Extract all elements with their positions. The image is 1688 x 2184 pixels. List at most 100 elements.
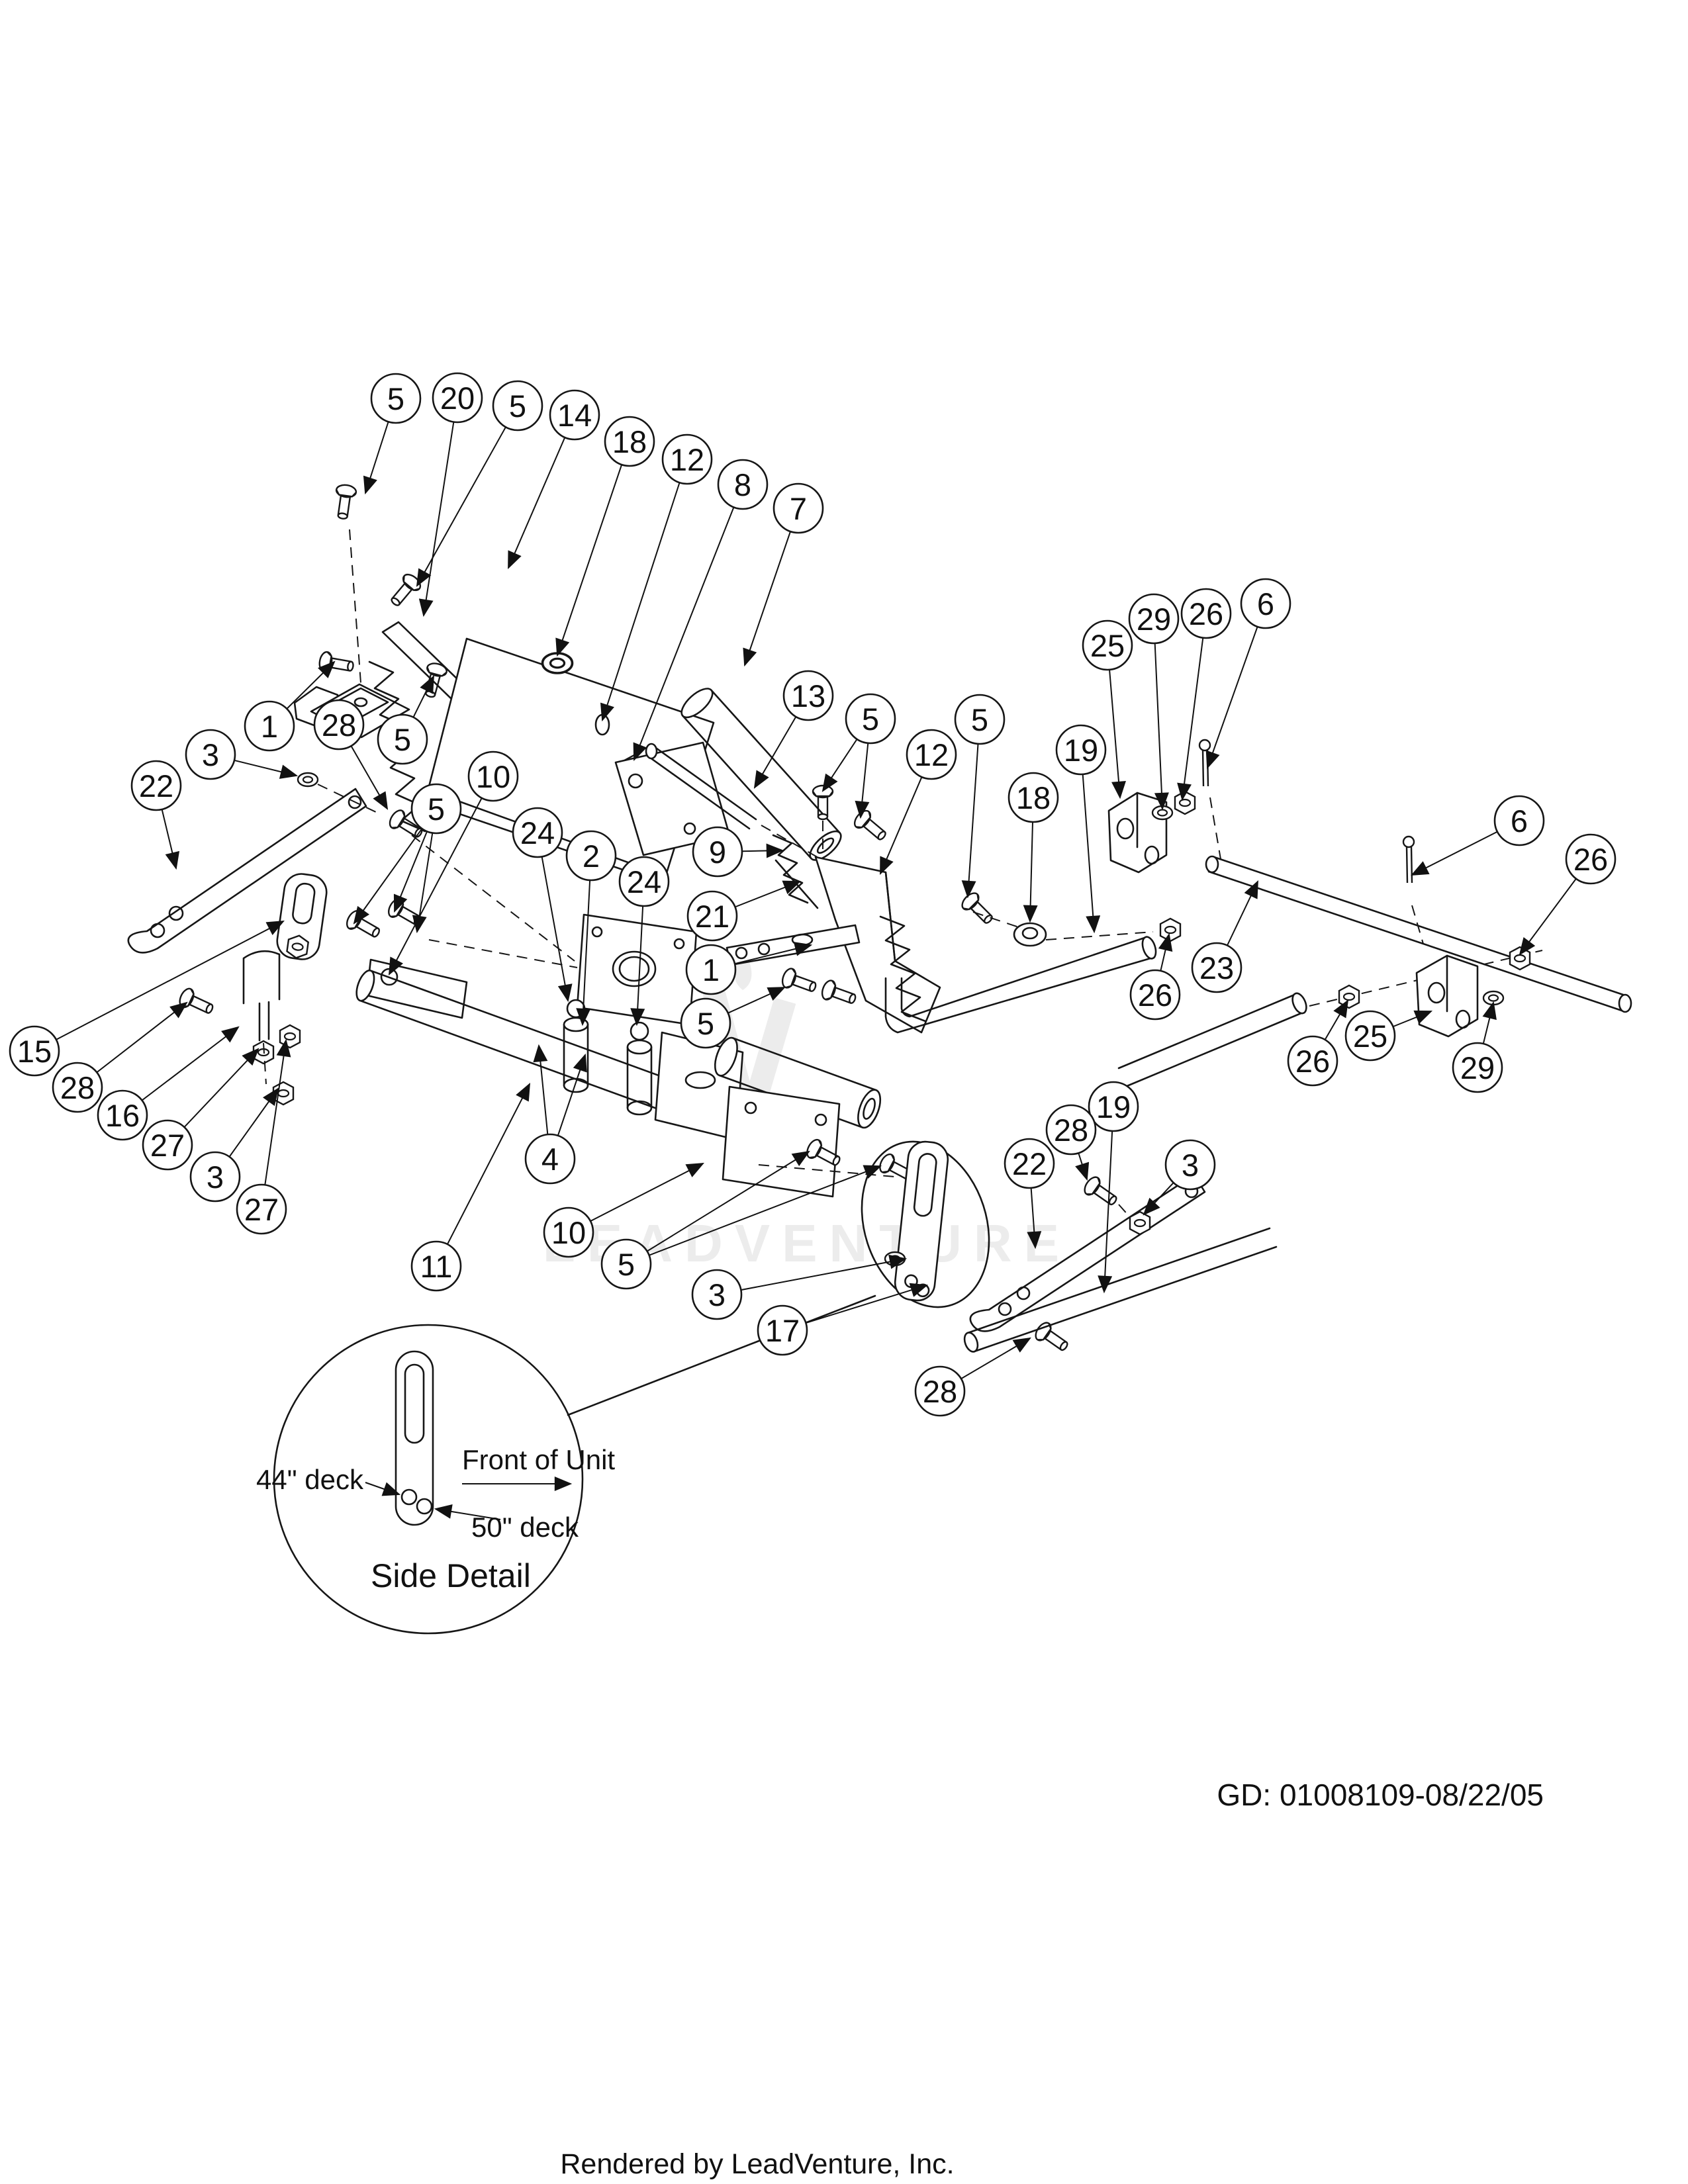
callout-number: 7 <box>790 491 807 526</box>
callout-5: 5 <box>600 1238 652 1290</box>
callout-number: 3 <box>1182 1148 1199 1183</box>
callout-circle-5 <box>492 380 543 432</box>
callout-number: 26 <box>1573 842 1608 877</box>
callout-number: 28 <box>923 1374 957 1409</box>
callout-2: 2 <box>565 830 617 882</box>
callout-1: 1 <box>244 700 295 752</box>
callout-number: 3 <box>207 1160 224 1195</box>
callout-circle-25 <box>1344 1010 1396 1062</box>
leader-line-19 <box>1080 749 1101 934</box>
leader-line-25 <box>1107 645 1126 799</box>
callout-number: 25 <box>1353 1019 1387 1054</box>
callout-10: 10 <box>467 751 519 802</box>
front-lift-rod <box>645 743 821 860</box>
callout-number: 23 <box>1199 950 1234 985</box>
callout-circle-9 <box>692 826 743 878</box>
lower-lift-rod <box>963 1227 1278 1353</box>
callout-26: 26 <box>1180 588 1232 639</box>
callout-number: 5 <box>971 702 988 737</box>
callout-number: 3 <box>708 1277 726 1312</box>
leader-line-7 <box>743 508 799 667</box>
callout-number: 15 <box>17 1034 52 1069</box>
callout-3: 3 <box>185 729 236 780</box>
callout-circle-4 <box>524 1133 576 1185</box>
callout-9: 9 <box>692 826 743 878</box>
lever-assembly <box>726 784 1021 1034</box>
callout-circle-25 <box>1082 619 1133 671</box>
callout-number: 26 <box>1189 596 1223 631</box>
callout-4: 4 <box>524 1133 576 1185</box>
callout-circle-3 <box>189 1151 241 1203</box>
callout-number: 5 <box>697 1006 714 1041</box>
leader-line-5 <box>416 405 518 587</box>
leader-line-2 <box>576 855 592 1026</box>
callout-number: 19 <box>1064 733 1098 768</box>
callout-number: 24 <box>627 864 661 899</box>
callout-number: 17 <box>765 1313 800 1348</box>
callout-number: 25 <box>1090 628 1125 663</box>
callout-number: 27 <box>150 1128 185 1163</box>
leader-line-18 <box>555 441 630 657</box>
callout-20: 20 <box>432 372 483 424</box>
callout-number: 10 <box>476 759 510 794</box>
callout-number: 5 <box>387 381 404 416</box>
callout-number: 29 <box>1137 602 1171 637</box>
callout-circle-1 <box>685 944 737 995</box>
callout-number: 29 <box>1460 1050 1495 1085</box>
callout-circle-5 <box>954 694 1006 745</box>
leader-line-20 <box>418 397 458 617</box>
callout-number: 13 <box>791 678 825 713</box>
callout-circle-5 <box>680 997 731 1049</box>
callout-number: 1 <box>261 709 278 744</box>
leader-line-3 <box>716 1254 908 1295</box>
callout-23: 23 <box>1191 942 1243 993</box>
callout-5: 5 <box>845 693 896 745</box>
callout-circle-28 <box>52 1062 103 1113</box>
callout-28: 28 <box>914 1365 966 1417</box>
callout-number: 5 <box>618 1247 635 1282</box>
callout-6: 6 <box>1493 795 1545 846</box>
callout-27: 27 <box>236 1183 287 1235</box>
callout-circle-3 <box>1164 1139 1216 1191</box>
callout-circle-27 <box>142 1119 193 1171</box>
callout-29: 29 <box>1452 1042 1503 1093</box>
leader-line-12 <box>600 459 688 722</box>
callout-3: 3 <box>691 1269 743 1320</box>
callout-19: 19 <box>1088 1081 1139 1132</box>
callout-number: 6 <box>1257 586 1274 621</box>
callout-5: 5 <box>370 373 422 424</box>
callout-22: 22 <box>130 760 182 811</box>
callout-number: 26 <box>1138 978 1172 1013</box>
callout-25: 25 <box>1082 619 1133 671</box>
callout-26: 26 <box>1129 969 1181 1021</box>
pivot-plate-right <box>722 1085 917 1198</box>
callout-circle-10 <box>467 751 519 802</box>
callout-circle-26 <box>1287 1035 1338 1087</box>
hanger-clevis-assembly <box>176 873 328 1106</box>
leader-line-26 <box>1177 613 1207 801</box>
deck50-label: 50" deck <box>471 1512 579 1543</box>
callout-5: 5 <box>492 380 543 432</box>
callout-21: 21 <box>686 890 738 942</box>
callout-circle-1 <box>244 700 295 752</box>
callout-25: 25 <box>1344 1010 1396 1062</box>
callout-circle-7 <box>773 482 824 534</box>
leader-line-24 <box>537 832 573 1003</box>
callout-24: 24 <box>618 856 670 907</box>
callout-15: 15 <box>9 1025 60 1077</box>
callout-circle-19 <box>1088 1081 1139 1132</box>
callout-circle-8 <box>717 459 769 510</box>
callout-18: 18 <box>1008 772 1059 823</box>
callout-circle-18 <box>1008 772 1059 823</box>
callout-6: 6 <box>1240 578 1291 629</box>
callout-number: 9 <box>709 835 726 870</box>
footer-credit: Rendered by LeadVenture, Inc. <box>560 2148 954 2180</box>
side-detail-title: Side Detail <box>371 1557 531 1594</box>
callout-number: 12 <box>670 442 704 477</box>
callout-circle-5 <box>377 713 428 765</box>
callout-circle-27 <box>236 1183 287 1235</box>
leader-line-11 <box>436 1083 531 1267</box>
callout-17: 17 <box>757 1304 808 1356</box>
callout-circle-5 <box>845 693 896 745</box>
callout-8: 8 <box>717 459 769 510</box>
